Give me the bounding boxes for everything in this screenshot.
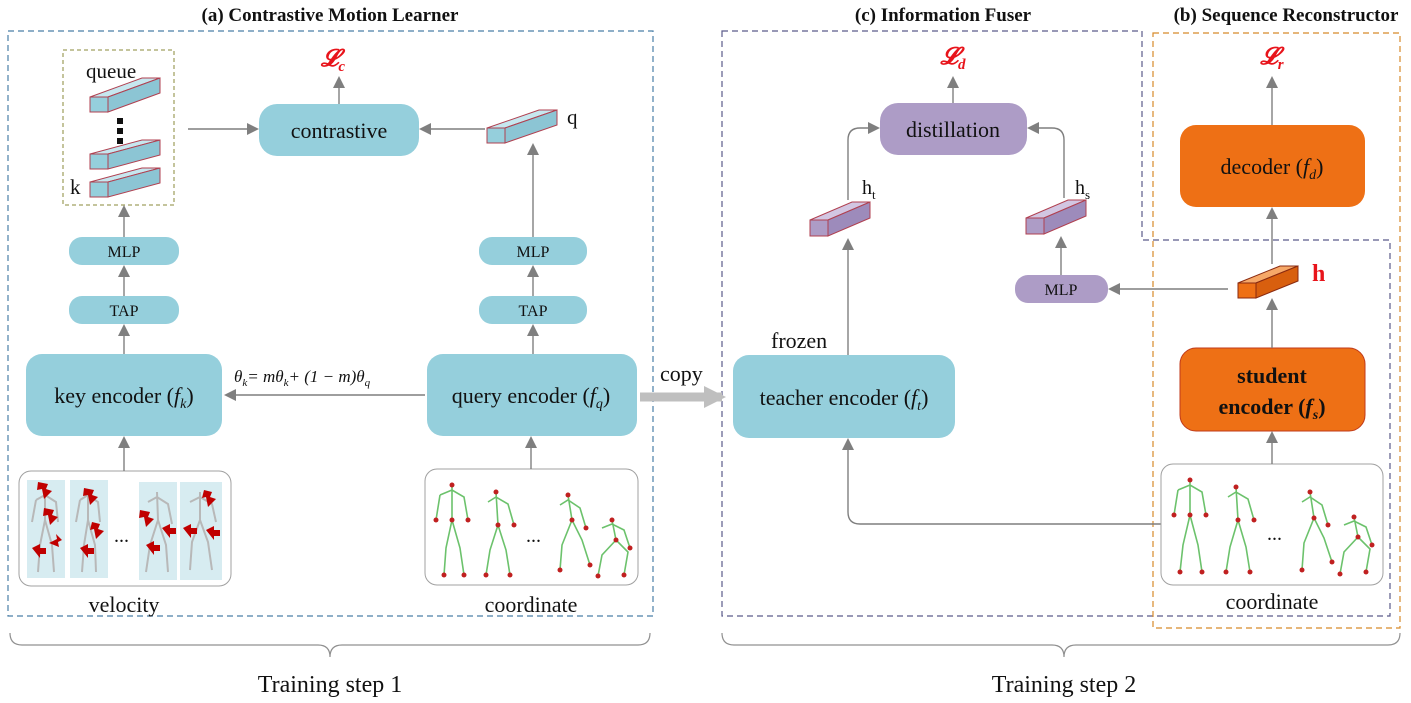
coordinate-joints-b	[1171, 477, 1375, 577]
teacher-encoder-label: teacher encoder (ft)	[760, 385, 929, 414]
training-step-2-label: Training step 2	[992, 672, 1136, 698]
panel-b-frame	[1152, 32, 1401, 629]
loss-distill: 𝓛d	[940, 44, 966, 73]
velocity-ellipsis: ...	[114, 525, 129, 547]
panel-a-title: (a) Contrastive Motion Learner	[202, 5, 460, 26]
h-label: h	[1312, 261, 1325, 287]
h-feature	[1237, 265, 1299, 299]
distillation-node	[880, 103, 1027, 155]
queue-feature-1	[89, 77, 161, 113]
coordinate-skeletons-a	[435, 485, 631, 577]
hs-label: hs	[1075, 177, 1090, 202]
key-tap-label: TAP	[110, 303, 139, 320]
hs-feature	[1025, 199, 1087, 235]
fuser-mlp-node	[1015, 275, 1108, 303]
contrastive-node	[259, 104, 419, 156]
teacher-encoder-node	[733, 355, 955, 438]
panel-c-frame	[721, 30, 1391, 617]
brace-training-step-2	[721, 632, 1401, 658]
coordinate-label-b: coordinate	[1226, 589, 1319, 614]
query-encoder-node	[427, 354, 637, 436]
brace-training-step-1	[9, 632, 651, 658]
arrow-hs-to-distill	[1027, 122, 1065, 198]
panel-a-frame	[7, 30, 654, 617]
decoder-node	[1180, 125, 1365, 207]
copy-label: copy	[660, 361, 703, 386]
loss-recon: 𝓛r	[1259, 44, 1285, 73]
queue-dots	[117, 118, 123, 144]
training-step-1-label: Training step 1	[258, 672, 402, 698]
distillation-label: distillation	[906, 117, 1000, 142]
query-mlp-label: MLP	[517, 244, 550, 261]
queue-label: queue	[86, 59, 136, 83]
query-encoder-label: query encoder (fq)	[452, 383, 611, 412]
fuser-mlp-label: MLP	[1045, 282, 1078, 299]
coordinate-skeletons-b	[1173, 480, 1373, 575]
panel-b-title: (b) Sequence Reconstructor	[1174, 5, 1399, 26]
q-feature	[486, 109, 558, 144]
key-mlp-label: MLP	[108, 244, 141, 261]
frozen-label: frozen	[771, 328, 827, 353]
key-encoder-label: key encoder (fk)	[54, 383, 193, 412]
decoder-label: decoder (fd)	[1221, 154, 1324, 183]
student-encoder-line2: encoder (fs)	[1218, 394, 1325, 423]
velocity-label: velocity	[89, 592, 160, 617]
coordinate-ellipsis-a: ...	[526, 525, 541, 547]
loss-contrastive: 𝓛c	[320, 46, 346, 75]
panel-c-title: (c) Information Fuser	[855, 5, 1032, 26]
coordinate-label-a: coordinate	[485, 592, 578, 617]
velocity-skeletons	[27, 480, 222, 580]
contrastive-label: contrastive	[291, 118, 388, 143]
student-encoder-line1: student	[1237, 363, 1307, 388]
key-mlp-node	[69, 237, 179, 265]
coordinate-ellipsis-b: ...	[1267, 523, 1282, 545]
query-mlp-node	[479, 237, 587, 265]
query-tap-label: TAP	[519, 303, 548, 320]
k-label: k	[70, 175, 81, 199]
arrow-coord-to-teacher	[842, 438, 1165, 525]
coordinate-joints-a	[433, 482, 633, 579]
k-feature	[89, 167, 161, 198]
ht-label: ht	[862, 177, 876, 202]
q-label: q	[567, 105, 578, 129]
key-tap-node	[69, 296, 179, 324]
ht-feature	[809, 201, 871, 237]
momentum-equation: θk= mθk+ (1 − m)θq	[234, 367, 371, 389]
query-tap-node	[479, 296, 587, 324]
queue-feature-2	[89, 139, 161, 170]
arrow-ht-to-distill	[847, 122, 880, 200]
key-encoder-node	[26, 354, 222, 436]
